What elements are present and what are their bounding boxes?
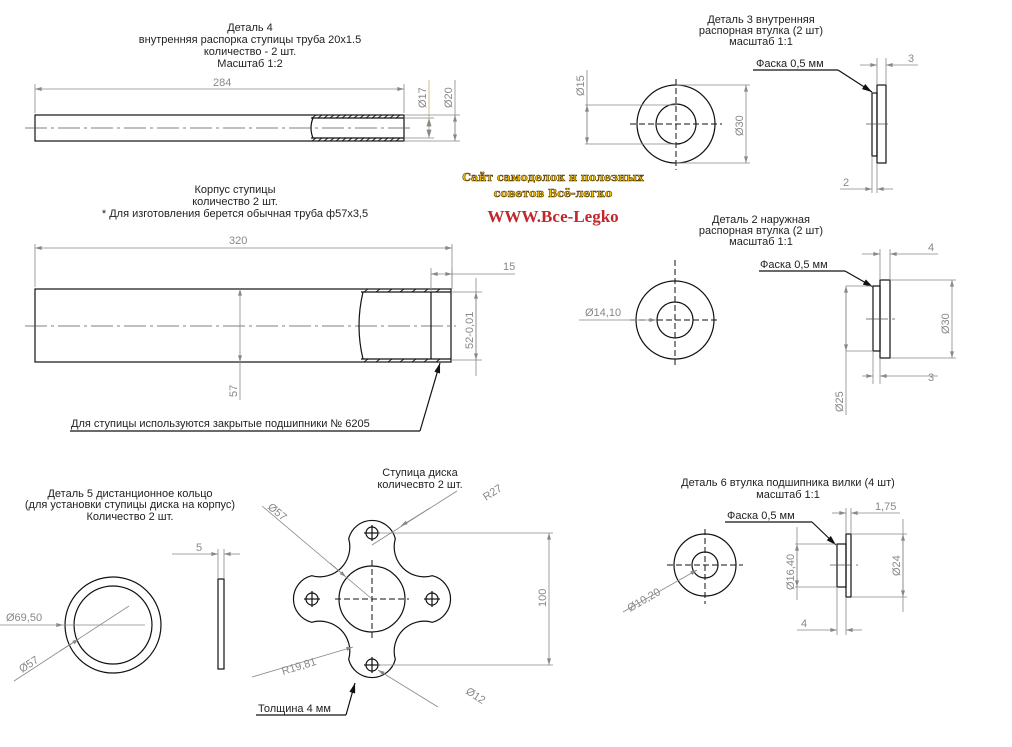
disc-hub-dimensions: Ø57 R27 R19,81 Ø12 100 <box>251 482 553 708</box>
watermark-line-1: Сайт самоделок и полезных <box>462 171 644 184</box>
detail3-side-view: Фаска 0,5 мм 3 2 <box>753 53 918 193</box>
detail5-front-view: Ø69,50 Ø57 <box>0 576 162 682</box>
detail3-dim-inner: Ø15 <box>575 75 587 96</box>
detail4-dim-length: 284 <box>213 77 231 89</box>
detail2-chamfer-label: Фаска 0,5 мм <box>760 259 828 271</box>
detail5-title-3: Количество 2 шт. <box>86 511 173 523</box>
detail2-dim-outer: Ø30 <box>940 313 952 334</box>
detail4-title-2: внутренняя распорка ступицы труба 20x1.5 <box>139 34 361 46</box>
disc-hub-dim-center: Ø57 <box>265 501 289 524</box>
housing-title-2: количество 2 шт. <box>192 196 278 208</box>
disc-hub-dim-spacing: 100 <box>537 589 549 607</box>
detail2-side-view: Фаска 0,5 мм 4 Ø30 3 Ø25 <box>759 242 956 415</box>
bolt-hole-bottom <box>364 657 380 673</box>
detail5-title-1: Деталь 5 дистанционное кольцо <box>47 488 212 500</box>
detail3-chamfer-label: Фаска 0,5 мм <box>756 58 824 70</box>
detail-6: Деталь 6 втулка подшипника вилки (4 шт) … <box>622 477 907 635</box>
detail4-length-dimension: 284 <box>34 77 405 113</box>
detail5-side-view: 5 <box>172 542 240 670</box>
housing-dim-outer: 57 <box>228 385 240 397</box>
detail3-title-3: масштаб 1:1 <box>729 36 793 48</box>
disc-hub-dim-lobe: R27 <box>481 482 504 503</box>
disc-hub-plate <box>292 519 452 679</box>
detail4-diameter-dimensions: Ø17 Ø20 <box>404 80 460 142</box>
hub-housing: Корпус ступицы количество 2 шт. * Для из… <box>25 184 515 432</box>
bolt-hole-left <box>304 591 320 607</box>
detail3-title-2: распорная втулка (2 шт) <box>699 25 823 37</box>
detail6-dim-step-dia: Ø16,40 <box>785 554 797 590</box>
detail2-dim-step: Ø25 <box>834 391 846 412</box>
detail2-dim-flange: 3 <box>928 372 934 384</box>
detail6-title-1: Деталь 6 втулка подшипника вилки (4 шт) <box>681 477 895 489</box>
housing-tube <box>25 288 456 363</box>
detail-4: Деталь 4 внутренняя распорка ступицы тру… <box>25 22 460 142</box>
detail2-title-3: масштаб 1:1 <box>729 236 793 248</box>
detail6-dim-outer: Ø24 <box>891 555 903 576</box>
housing-dim-length: 320 <box>229 235 247 247</box>
disc-hub-title-1: Ступица диска <box>382 467 458 479</box>
disc-hub: Ступица диска количесвто 2 шт. Ø57 R27 R… <box>251 467 553 716</box>
detail4-dim-outer: Ø20 <box>443 87 455 108</box>
bearing-note: Для ступицы используются закрытые подшип… <box>70 362 441 432</box>
detail6-dim-flange: 1,75 <box>875 501 896 513</box>
detail6-front-view: Ø10,20 <box>622 529 743 615</box>
detail5-dim-inner: Ø57 <box>17 654 41 675</box>
housing-title-1: Корпус ступицы <box>194 184 275 196</box>
detail6-chamfer-label: Фаска 0,5 мм <box>727 510 795 522</box>
detail6-dim-length: 4 <box>801 618 807 630</box>
detail5-title-2: (для установки ступицы диска на корпус) <box>25 499 235 511</box>
detail-2: Деталь 2 наружная распорная втулка (2 шт… <box>579 214 956 415</box>
detail-3: Деталь 3 внутренняя распорная втулка (2 … <box>575 14 918 193</box>
detail-5: Деталь 5 дистанционное кольцо (для устан… <box>0 488 240 682</box>
detail6-dim-inner: Ø10,20 <box>626 586 663 614</box>
detail4-tube <box>25 114 410 142</box>
housing-dimensions: 15 52-0,01 57 <box>228 261 515 400</box>
detail4-title-3: количество - 2 шт. <box>204 46 296 58</box>
watermark-line-2: советов Всё-легко <box>494 187 613 200</box>
detail3-title-1: Деталь 3 внутренняя <box>707 14 814 26</box>
thickness-note-text: Толщина 4 мм <box>258 703 331 715</box>
disc-hub-dim-fillet: R19,81 <box>280 656 317 678</box>
detail5-dim-thickness: 5 <box>196 542 202 554</box>
disc-hub-dim-hole: Ø12 <box>463 685 487 706</box>
detail4-title-1: Деталь 4 <box>227 22 273 34</box>
detail3-dim-step: 2 <box>843 177 849 189</box>
housing-dim-bore-depth: 15 <box>503 261 515 273</box>
bolt-hole-top <box>364 525 380 541</box>
bolt-hole-right <box>424 591 440 607</box>
detail3-front-view: Ø15 Ø30 <box>575 70 750 170</box>
detail3-dim-total: 3 <box>908 53 914 65</box>
housing-length-dimension: 320 <box>34 235 453 287</box>
site-watermark: Сайт самоделок и полезных советов Всё-ле… <box>462 171 644 226</box>
detail2-dim-total: 4 <box>928 242 934 254</box>
detail4-title-4: Масштаб 1:2 <box>217 58 282 70</box>
detail6-title-2: масштаб 1:1 <box>756 489 820 501</box>
watermark-url: WWW.Все-Legko <box>487 207 618 226</box>
detail2-title-1: Деталь 2 наружная <box>712 214 810 226</box>
detail2-title-2: распорная втулка (2 шт) <box>699 225 823 237</box>
disc-hub-title-2: количесвто 2 шт. <box>377 479 462 491</box>
detail4-dim-inner: Ø17 <box>417 87 429 108</box>
detail2-dim-inner: Ø14,10 <box>585 307 621 319</box>
housing-dim-bore: 52-0,01 <box>464 312 476 349</box>
housing-title-3: * Для изготовления берется обычная труба… <box>102 208 368 220</box>
detail5-dim-outer: Ø69,50 <box>6 612 42 624</box>
detail3-dim-outer: Ø30 <box>734 115 746 136</box>
detail2-front-view: Ø14,10 <box>579 260 720 365</box>
detail6-side-view: Фаска 0,5 мм 1,75 Ø24 Ø16,40 4 <box>725 501 907 635</box>
thickness-note: Толщина 4 мм <box>256 682 356 716</box>
bearing-note-text: Для ступицы используются закрытые подшип… <box>71 418 370 430</box>
